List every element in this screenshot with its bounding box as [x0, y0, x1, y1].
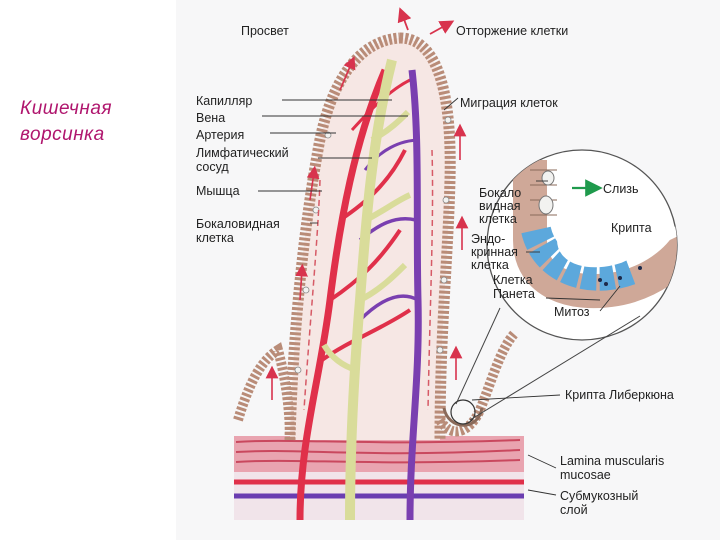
label-lamina-2: mucosae	[560, 469, 611, 482]
label-endocrine-3: клетка	[471, 259, 509, 272]
label-submucosa-2: слой	[560, 504, 588, 517]
label-cell-migration: Миграция клеток	[460, 97, 558, 110]
label-cell-shedding: Отторжение клетки	[456, 25, 568, 38]
label-capillary: Капилляр	[196, 95, 252, 108]
label-lieberkuhn-crypt: Крипта Либеркюна	[565, 389, 674, 402]
label-mitosis: Митоз	[554, 306, 590, 319]
label-crypt: Крипта	[611, 222, 652, 235]
label-submucosa-1: Субмукозный	[560, 490, 638, 503]
label-muscle: Мышца	[196, 185, 240, 198]
shedding-arrow-icon	[402, 14, 448, 34]
label-artery: Артерия	[196, 129, 244, 142]
label-lymph-vessel-1: Лимфатический	[196, 147, 289, 160]
label-inset-goblet-3: клетка	[479, 213, 517, 226]
label-vein: Вена	[196, 112, 225, 125]
label-goblet-cell-1: Бокаловидная	[196, 218, 280, 231]
label-paneth-1: Клетка	[493, 274, 533, 287]
label-lumen: Просвет	[241, 25, 289, 38]
label-lamina-1: Lamina muscularis	[560, 455, 664, 468]
label-mucus: Слизь	[603, 183, 639, 196]
label-paneth-2: Панета	[493, 288, 535, 301]
crypt-marker	[451, 400, 475, 424]
submucosa-layer	[234, 470, 524, 520]
label-lymph-vessel-2: сосуд	[196, 161, 229, 174]
lamina-muscularis-layer	[234, 436, 524, 472]
label-goblet-cell-2: клетка	[196, 232, 234, 245]
